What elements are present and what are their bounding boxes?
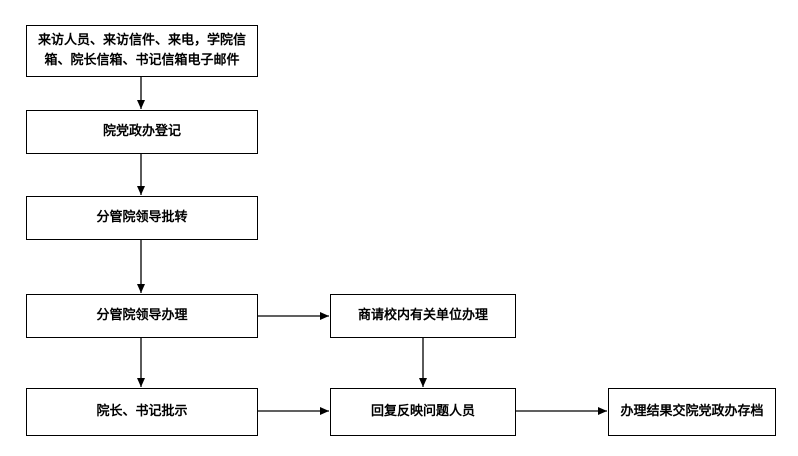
node-consult-units-label: 商请校内有关单位办理 [357,308,488,323]
node-visitors-label: 来访人员、来访信件、来电，学院信箱、院长信箱、书记信箱电子邮件 [37,33,246,68]
node-register: 院党政办登记 [26,110,258,154]
node-leader-handle-label: 分管院领导办理 [96,308,188,323]
node-leader-forward: 分管院领导批转 [26,196,258,240]
node-leader-handle: 分管院领导办理 [26,294,258,338]
node-reply-label: 回复反映问题人员 [370,404,475,419]
node-visitors: 来访人员、来访信件、来电，学院信箱、院长信箱、书记信箱电子邮件 [26,25,258,77]
node-dean-instruct: 院长、书记批示 [26,388,258,436]
node-dean-instruct-label: 院长、书记批示 [96,404,188,419]
node-leader-forward-label: 分管院领导批转 [96,210,188,225]
node-archive-label: 办理结果交院党政办存档 [620,404,764,419]
node-register-label: 院党政办登记 [102,124,181,139]
node-consult-units: 商请校内有关单位办理 [330,294,516,338]
node-reply: 回复反映问题人员 [330,388,516,436]
node-archive: 办理结果交院党政办存档 [608,388,776,436]
